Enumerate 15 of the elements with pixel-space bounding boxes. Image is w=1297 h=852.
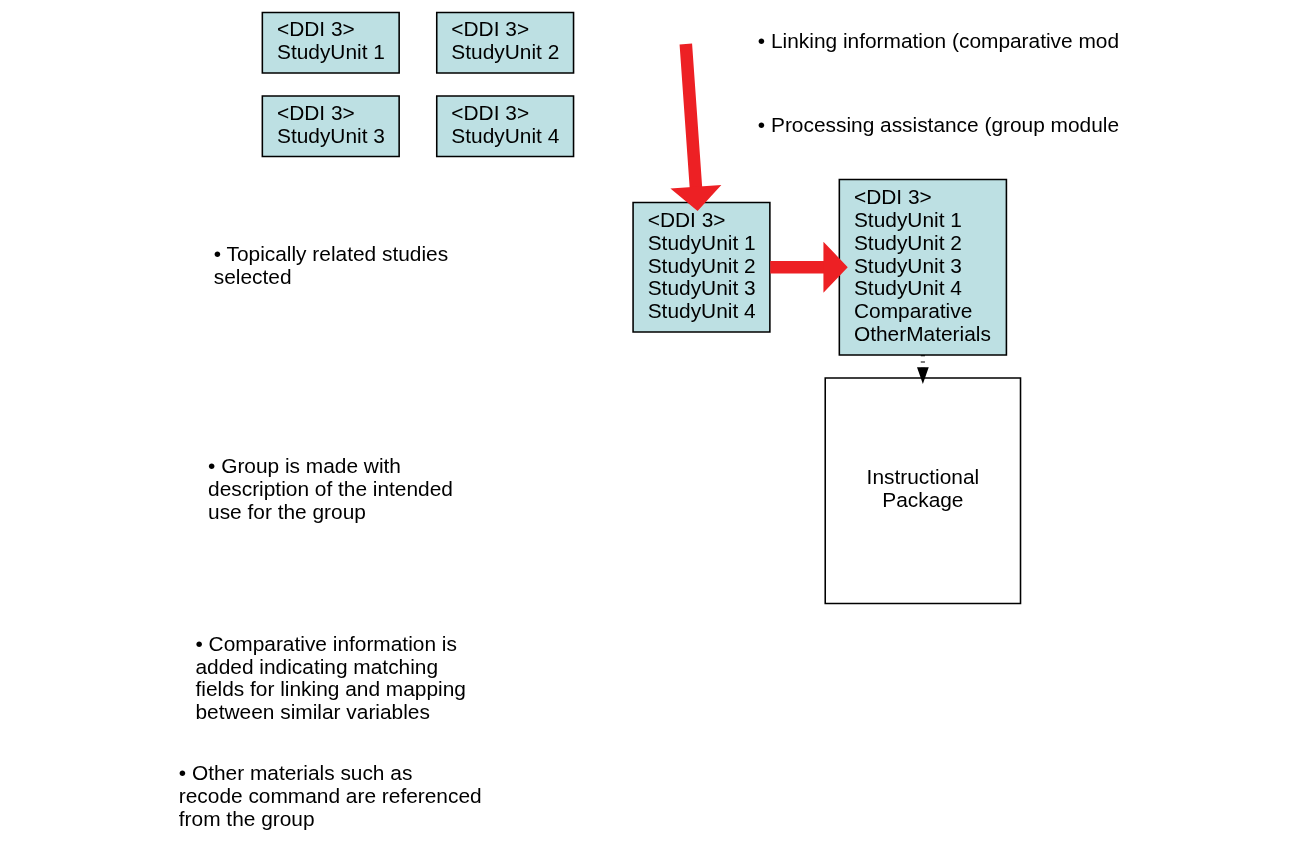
node-box: <DDI 3> StudyUnit 1: [261, 11, 400, 74]
node-box: <DDI 3> StudyUnit 2: [435, 11, 574, 74]
label: • Comparative information is added indicating matching fields for linking and mapping between similar variables: [195, 631, 466, 724]
label: • Processing assistance (group module: [757, 112, 1119, 136]
node-box: Instructional Package: [823, 377, 1021, 605]
arrow: [769, 241, 848, 293]
node-box: <DDI 3> StudyUnit 1 StudyUnit 2 StudyUnit 3 StudyUnit 4 Comparative OtherMaterials: [838, 178, 1007, 356]
node-box: <DDI 3> StudyUnit 1 StudyUnit 2 StudyUnit 3 StudyUnit 4: [631, 201, 771, 333]
node-box: <DDI 3> StudyUnit 4: [435, 95, 574, 158]
arrow: [669, 43, 721, 212]
label: • Other materials such as recode command are referenced from the group: [178, 761, 482, 830]
node-box: <DDI 3> StudyUnit 3: [261, 95, 400, 158]
label: • Linking information (comparative mod: [757, 28, 1119, 52]
label: • Group is made with description of the intended use for the group: [207, 453, 453, 523]
label: • Topically related studies selected: [213, 242, 448, 288]
